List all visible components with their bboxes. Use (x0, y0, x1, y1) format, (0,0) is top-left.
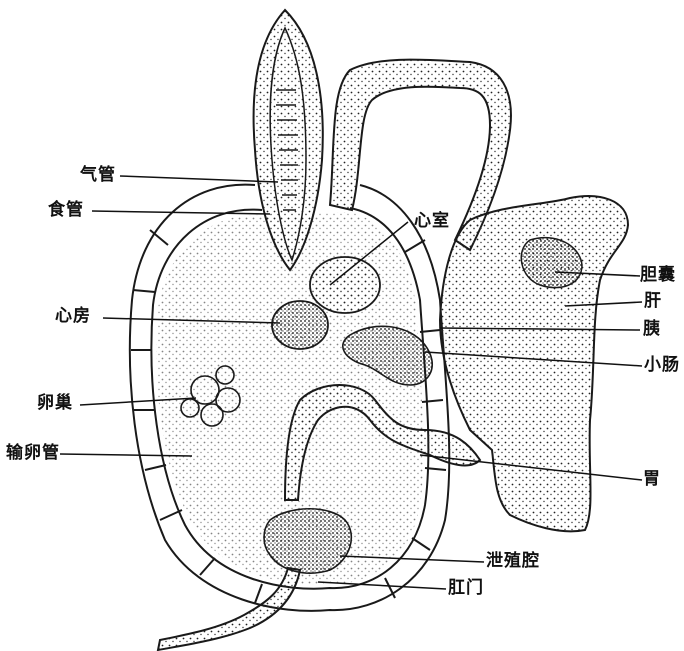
label-atrium: 心房 (55, 307, 91, 325)
label-pancreas: 胰 (643, 320, 661, 338)
label-esophagus: 食管 (48, 201, 84, 219)
label-trachea: 气管 (80, 166, 116, 184)
label-small-intestine: 小肠 (644, 356, 680, 374)
cloaca (264, 509, 351, 573)
label-ovary: 卵巢 (37, 394, 73, 412)
label-stomach: 胃 (643, 470, 661, 488)
label-oviduct: 输卵管 (6, 444, 60, 462)
label-gallbladder: 胆囊 (640, 266, 676, 284)
label-anus: 肛门 (448, 579, 484, 597)
label-liver: 肝 (644, 292, 662, 310)
label-cloaca: 泄殖腔 (486, 552, 540, 570)
label-ventricle: 心室 (414, 212, 450, 230)
